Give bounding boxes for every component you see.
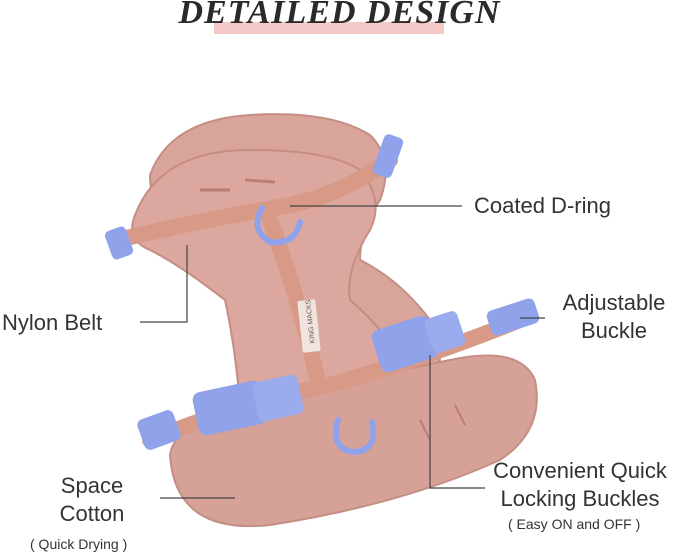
- slider-adjustable: [486, 298, 540, 336]
- callout-quick-lock-note: ( Easy ON and OFF ): [508, 516, 641, 532]
- brand-tag: [297, 299, 321, 353]
- callout-space-cotton-line1: Space: [60, 473, 124, 498]
- callout-space-cotton-note: ( Quick Drying ): [30, 536, 128, 552]
- title-block: DETAILED DESIGN: [0, 0, 679, 48]
- callout-line-nylon-belt: [140, 245, 188, 323]
- title-underline: [214, 22, 444, 34]
- callout-nylon-belt: Nylon Belt: [2, 310, 103, 335]
- buckle-left-male: [252, 374, 304, 422]
- page-title: DETAILED DESIGN: [178, 0, 501, 31]
- slider-left-chest: [137, 410, 181, 450]
- buckle-right-slot: [424, 311, 466, 353]
- callout-adjustable-line1: Adjustable: [562, 290, 666, 315]
- center-strap: [260, 212, 328, 392]
- d-ring-top: [254, 205, 303, 246]
- stitch-line: [200, 178, 276, 192]
- neck-strap: [110, 152, 398, 248]
- d-ring-bottom: [333, 417, 377, 456]
- buckle-left-female: [192, 380, 268, 436]
- callout-line-quick-lock: [429, 355, 485, 489]
- buckle-right-female: [371, 315, 439, 373]
- stitch-line: [419, 404, 466, 441]
- callout-coated-d-ring: Coated D-ring: [474, 193, 611, 218]
- callout-quick-lock-line2: Locking Buckles: [500, 486, 660, 511]
- callout-adjustable-line2: Buckle: [580, 318, 648, 343]
- slider-right-neck: [372, 134, 404, 178]
- slider-left-neck: [104, 226, 134, 260]
- callout-space-cotton-line2: Cotton: [59, 501, 125, 526]
- callout-quick-lock-line1: Convenient Quick: [493, 458, 667, 483]
